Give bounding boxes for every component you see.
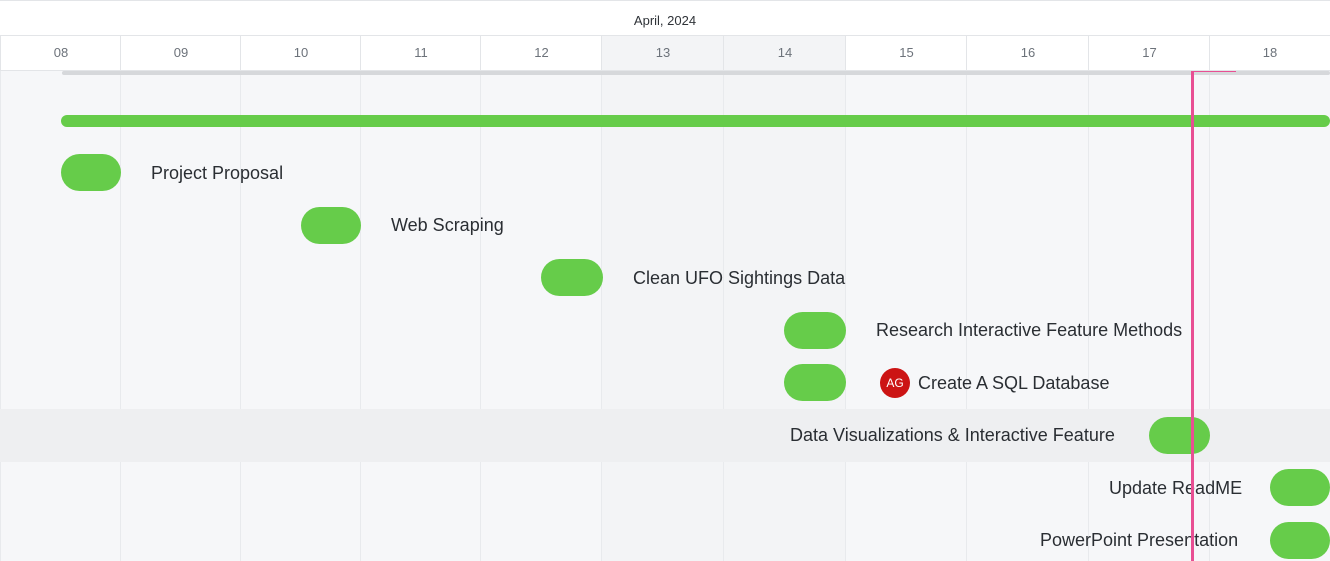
timeline-scrollbar[interactable] — [62, 71, 1330, 75]
today-marker-line — [1191, 71, 1194, 561]
task-label[interactable]: PowerPoint Presentation — [1040, 530, 1239, 550]
task-bar-powerpoint-presentation[interactable] — [1270, 522, 1330, 559]
day-column — [966, 71, 1089, 561]
task-bar-clean-ufo-data[interactable] — [541, 259, 603, 296]
task-label[interactable]: Web Scraping — [391, 215, 504, 235]
day-column — [1209, 71, 1330, 561]
hovered-task-row[interactable] — [0, 409, 1330, 462]
day-header-cell[interactable]: 12 — [480, 36, 602, 70]
day-header-cell[interactable]: 14 — [723, 36, 846, 70]
day-header-cell[interactable]: 16 — [966, 36, 1089, 70]
task-label[interactable]: Research Interactive Feature Methods — [876, 320, 1183, 340]
task-bar-web-scraping[interactable] — [301, 207, 361, 244]
task-label[interactable]: Project Proposal — [151, 163, 284, 183]
day-column — [120, 71, 241, 561]
day-header-cell[interactable]: 17 — [1088, 36, 1210, 70]
task-label[interactable]: Data Visualizations & Interactive Featur… — [790, 425, 1115, 445]
timeline-month-header: April, 2024 — [0, 0, 1330, 36]
task-label[interactable]: Update ReadME — [1109, 478, 1243, 498]
task-label[interactable]: Create A SQL Database — [918, 373, 1110, 393]
day-column — [601, 71, 724, 561]
day-column — [845, 71, 967, 561]
task-bar-create-sql-database[interactable] — [784, 364, 846, 401]
month-label: April, 2024 — [633, 13, 697, 28]
day-column — [480, 71, 602, 561]
gantt-grid[interactable]: Project Proposal Web Scraping Clean UFO … — [0, 71, 1330, 561]
day-column — [0, 71, 121, 561]
day-column — [360, 71, 481, 561]
day-column — [240, 71, 361, 561]
timeline-day-header: 08 09 10 11 12 13 14 15 16 17 18 — [0, 36, 1330, 71]
day-header-cell[interactable]: 10 — [240, 36, 361, 70]
task-bar-project-proposal[interactable] — [61, 154, 121, 191]
project-summary-bar[interactable] — [61, 115, 1330, 127]
task-bar-research-interactive[interactable] — [784, 312, 846, 349]
task-bar-update-readme[interactable] — [1270, 469, 1330, 506]
task-bar-data-visualizations[interactable] — [1149, 417, 1210, 454]
task-label[interactable]: Clean UFO Sightings Data — [633, 268, 846, 288]
day-header-cell[interactable]: 18 — [1209, 36, 1330, 70]
day-column — [1088, 71, 1210, 561]
day-header-cell[interactable]: 09 — [120, 36, 241, 70]
assignee-avatar[interactable]: AG — [880, 368, 910, 398]
day-header-cell[interactable]: 15 — [845, 36, 967, 70]
day-header-cell[interactable]: 13 — [601, 36, 724, 70]
day-header-cell[interactable]: 08 — [0, 36, 121, 70]
today-marker-tick — [1194, 71, 1236, 72]
day-header-cell[interactable]: 11 — [360, 36, 481, 70]
